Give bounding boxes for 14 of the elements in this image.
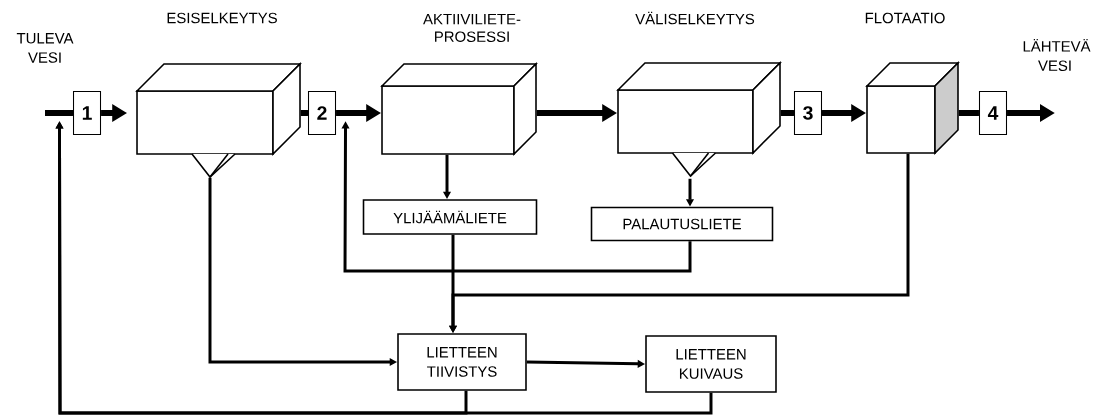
- flow-label: LÄHTEVÄ VESI: [1023, 39, 1091, 71]
- process-box: YLIJÄÄMÄLIETE: [362, 199, 538, 235]
- node-label: ESISELKEYTYS: [167, 12, 277, 24]
- node-label: FLOTAATIO: [865, 12, 945, 24]
- node-label: AKTIIVILIETE- PROSESSI: [423, 13, 521, 42]
- number-box: 1: [73, 90, 102, 135]
- node-label: VÄLISELKEYTYS: [635, 11, 755, 25]
- number-box: 4: [978, 90, 1008, 135]
- process-box: LIETTEEN TIIVISTYS: [397, 333, 527, 391]
- process-box: LIETTEEN KUIVAUS: [645, 335, 777, 393]
- number-box: 3: [793, 90, 823, 135]
- number-box: 2: [307, 90, 337, 135]
- flow-label: TULEVA VESI: [16, 33, 74, 63]
- process-box: PALAUTUSLIETE: [590, 206, 774, 242]
